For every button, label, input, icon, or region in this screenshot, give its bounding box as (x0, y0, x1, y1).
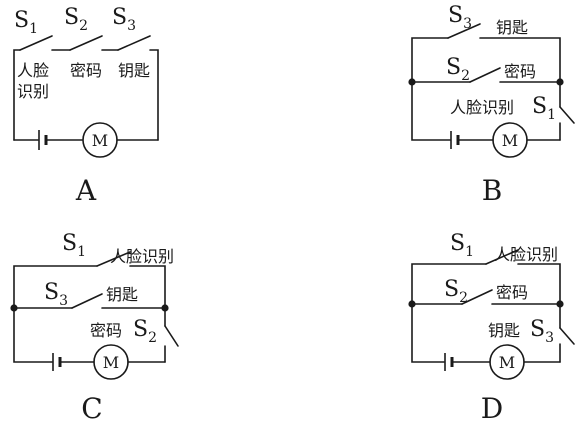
circuit-b: S3 钥匙 S2 密码 人脸识别 S1 M B (408, 3, 575, 207)
circuit-b-key-label: 钥匙 (496, 18, 528, 37)
circuit-c-s1-blade (96, 251, 131, 267)
circuit-b-password-label: 密码 (504, 62, 536, 81)
circuit-b-s3-label: S3 (448, 3, 472, 32)
circuit-d-face-label: 人脸识别 (494, 245, 558, 264)
circuit-b-motor-label: M (502, 131, 518, 150)
circuit-a-s1-label: S1 (14, 8, 38, 37)
circuit-a-s2-blade (69, 35, 103, 51)
circuit-d-motor-label: M (499, 353, 515, 372)
circuit-c-face-label: 人脸识别 (110, 247, 174, 266)
circuit-a-face-label-line1: 人脸 (17, 61, 49, 80)
circuit-d-top-branch-right (517, 263, 561, 305)
circuit-a-s1-blade (19, 35, 53, 51)
circuit-b-face-label: 人脸识别 (450, 98, 514, 117)
option-c-label: C (81, 392, 102, 425)
circuit-b-top-branch-right (479, 37, 561, 83)
circuit-a-s2-label: S2 (64, 5, 88, 34)
circuit-b-junction-right (556, 78, 564, 86)
circuit-a-face-label-line2: 识别 (17, 82, 49, 101)
circuit-d-s3-label: S3 (530, 317, 554, 346)
circuit-c-top-branch-right (129, 265, 166, 309)
circuit-c-password-label: 密码 (90, 321, 122, 340)
circuit-a-motor-label: M (92, 131, 108, 150)
circuit-a-right-wire (149, 49, 159, 141)
circuit-a: S1 S2 S3 人脸 识别 密码 钥匙 M A (13, 5, 159, 207)
circuit-d: S1 人脸识别 S2 密码 钥匙 S3 M D (408, 231, 575, 425)
circuit-a-s3-blade (117, 35, 151, 51)
circuit-c-junction-right (161, 304, 169, 312)
circuit-d-junction-right (556, 300, 564, 308)
circuit-c-motor-label: M (103, 353, 119, 372)
option-d-label: D (481, 392, 503, 425)
circuit-a-key-label: 钥匙 (118, 61, 150, 80)
circuit-b-s3-blade (447, 23, 481, 39)
circuit-d-s3-blade (559, 327, 575, 345)
circuit-c: S1 人脸识别 S3 钥匙 密码 S2 M C (10, 231, 179, 425)
option-a-label: A (75, 174, 97, 207)
circuit-c-left-wire (13, 265, 98, 363)
circuit-d-password-label: 密码 (496, 283, 528, 302)
circuit-b-s2-blade (469, 67, 501, 83)
circuit-a-password-label: 密码 (70, 61, 102, 80)
circuit-d-s1-label: S1 (450, 231, 474, 260)
circuit-d-s2-label: S2 (444, 277, 468, 306)
circuit-b-s2-label: S2 (446, 55, 470, 84)
circuit-d-junction-left (408, 300, 416, 308)
circuit-d-left-wire (411, 263, 487, 363)
circuit-b-s1-label: S1 (532, 94, 556, 123)
circuit-b-s1-blade (559, 106, 575, 124)
circuit-c-key-label: 钥匙 (106, 285, 138, 304)
option-b-label: B (482, 174, 503, 207)
circuit-b-junction-left (408, 78, 416, 86)
circuit-a-left-wire (13, 49, 21, 141)
circuit-a-s3-label: S3 (112, 5, 136, 34)
circuit-c-s3-label: S3 (44, 280, 68, 309)
circuit-c-s2-blade (164, 325, 179, 347)
circuit-d-s1-blade (485, 249, 519, 265)
circuit-c-s2-label: S2 (133, 317, 157, 346)
circuit-b-left-wire (411, 37, 451, 141)
circuit-c-s1-label: S1 (62, 231, 86, 260)
circuit-d-s2-blade (461, 289, 493, 305)
circuit-c-junction-left (10, 304, 18, 312)
circuit-d-key-label: 钥匙 (488, 321, 520, 340)
circuit-c-s3-blade (71, 293, 103, 309)
